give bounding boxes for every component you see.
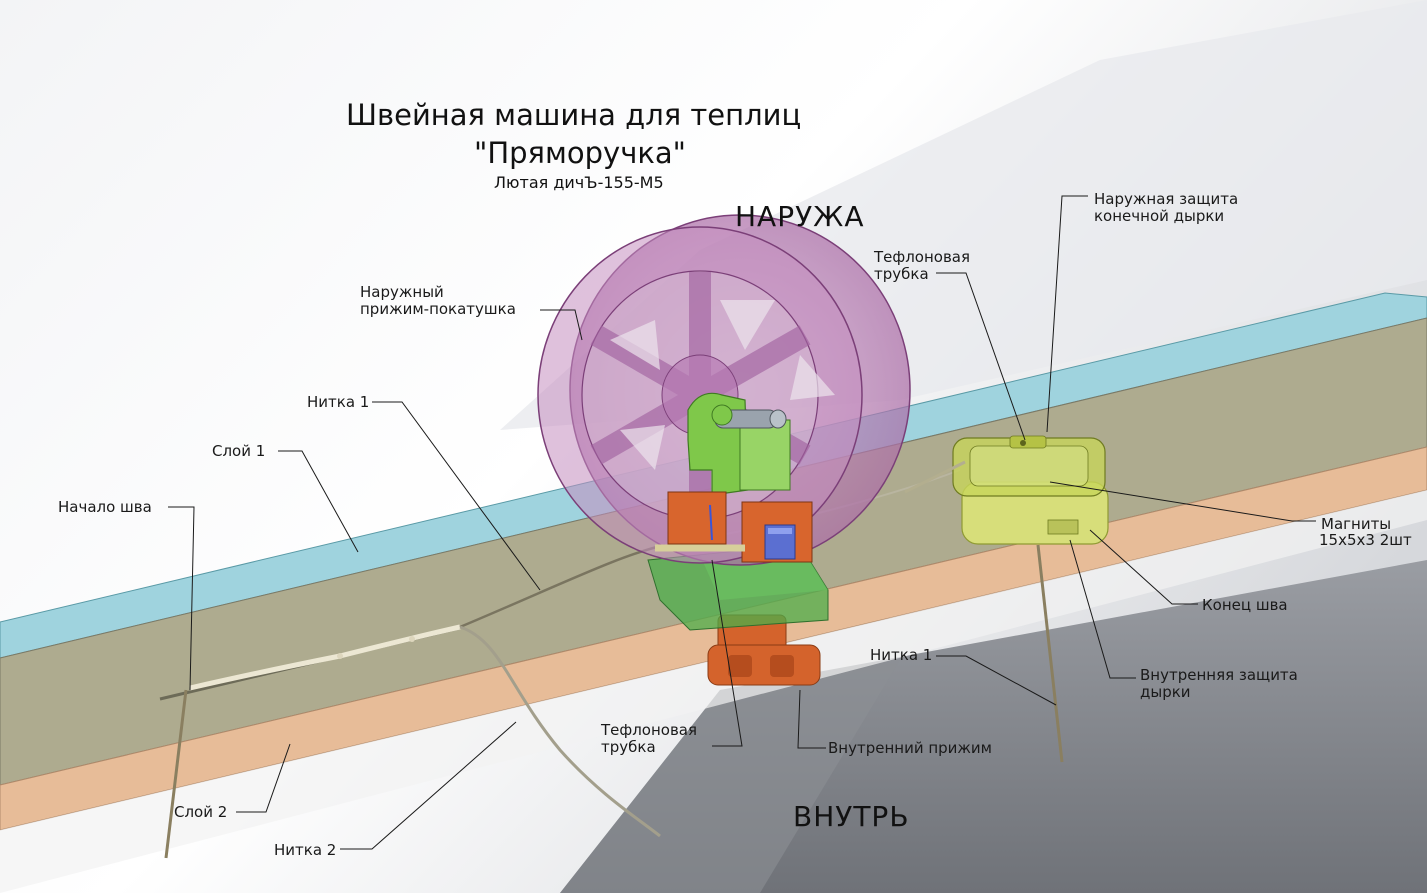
seam-start-label: Начало шва bbox=[58, 498, 152, 516]
seam-start-needle bbox=[164, 689, 188, 859]
outer-hole-label-2: конечной дырки bbox=[1094, 207, 1225, 225]
inner-surface bbox=[0, 490, 1427, 893]
green-bracket bbox=[687, 392, 791, 496]
stitch-knot bbox=[337, 653, 343, 659]
thread-1-right-label: Нитка 1 bbox=[870, 646, 933, 664]
hole-protection-block bbox=[952, 435, 1109, 545]
seam-end-needle bbox=[1036, 544, 1064, 763]
floor-shadow-edge bbox=[560, 660, 900, 893]
teflon-top-label-1: Тефлоновая bbox=[874, 248, 971, 266]
thread-1-top-label: Нитка 1 bbox=[307, 393, 370, 411]
thread-2-label: Нитка 2 bbox=[274, 841, 337, 859]
zone-outside-label: НАРУЖА bbox=[735, 200, 865, 233]
orange-block bbox=[667, 491, 813, 563]
teflon-bottom-label-1: Тефлоновая bbox=[601, 721, 698, 739]
inner-clamp bbox=[707, 614, 821, 686]
layer-2-label: Слой 2 bbox=[174, 803, 228, 821]
zone-inside-label: ВНУТРЬ bbox=[793, 800, 910, 833]
magnets-label-2: 15х5х3 2шт bbox=[1319, 531, 1412, 549]
teflon-top-label-2: трубка bbox=[874, 265, 929, 283]
magnets-label-1: Магниты bbox=[1321, 515, 1392, 533]
diagram-title-name: "Пряморучка" bbox=[474, 136, 686, 170]
inner-hole-label-1: Внутренняя защита bbox=[1140, 666, 1298, 684]
outer-hole-label-1: Наружная защита bbox=[1094, 190, 1239, 208]
thread-2-line bbox=[459, 625, 661, 838]
teflon-bottom-label-2: трубка bbox=[601, 738, 656, 756]
teflon-tube-right bbox=[904, 460, 966, 494]
layer-1-label: Слой 1 bbox=[212, 442, 266, 460]
inner-clamp-label: Внутренний прижим bbox=[828, 739, 992, 757]
seam-end-label: Конец шва bbox=[1202, 596, 1288, 614]
diagram-title: Швейная машина для теплиц bbox=[346, 98, 802, 132]
diagram-subtitle: Лютая дичЪ-155-М5 bbox=[494, 173, 664, 192]
inner-hole-label-2: дырки bbox=[1140, 683, 1191, 701]
callout-lines bbox=[168, 195, 1316, 850]
outer-roller-label-1: Наружный bbox=[360, 283, 444, 301]
stitch-knot bbox=[409, 636, 415, 642]
outer-roller-label-2: прижим-покатушка bbox=[360, 300, 516, 318]
